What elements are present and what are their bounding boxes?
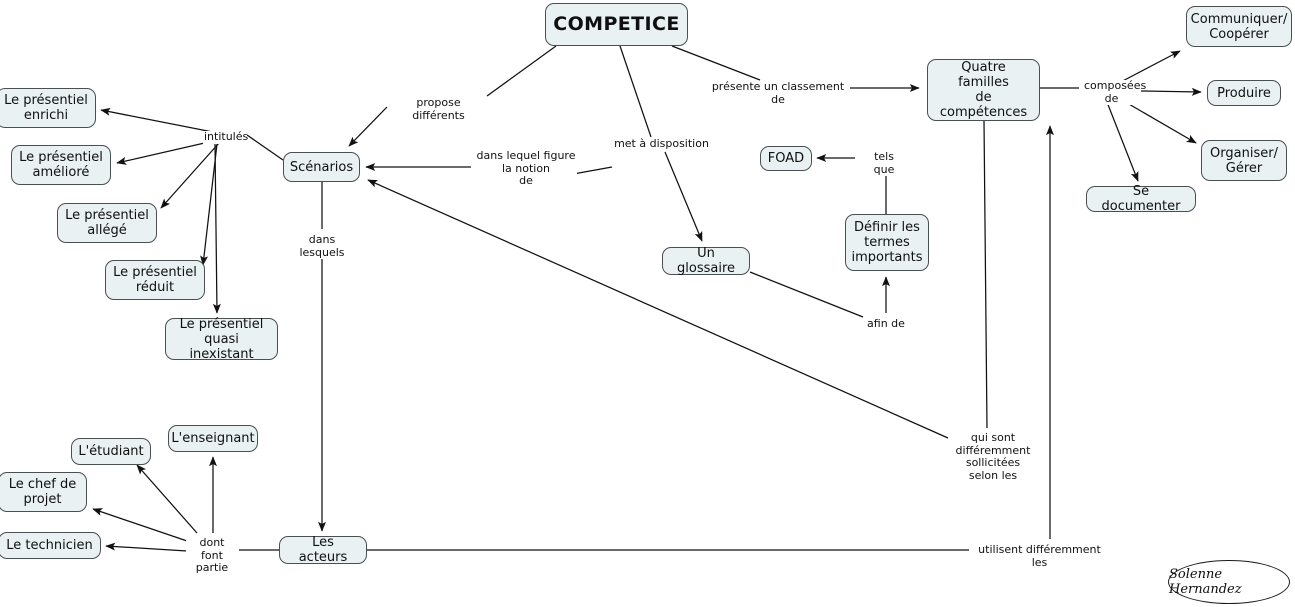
edge-composees-produire <box>1140 87 1202 96</box>
node-foad[interactable]: FOAD <box>760 146 812 171</box>
node-pres_quasi[interactable]: Le présentiel quasi inexistant <box>165 317 278 362</box>
node-produire[interactable]: Produire <box>1207 80 1281 106</box>
edge-competice-propose <box>486 45 557 97</box>
node-pres_allege[interactable]: Le présentiel allégé <box>57 203 157 243</box>
edge-competice-metadispo <box>619 45 652 138</box>
node-pres_amel[interactable]: Le présentiel amélioré <box>11 145 111 185</box>
edge-competice-presente <box>671 45 761 81</box>
node-competice[interactable]: COMPETICE <box>545 3 688 46</box>
node-organiser[interactable]: Organiser/ Gérer <box>1201 140 1287 181</box>
node-technicien[interactable]: Le technicien <box>0 532 101 559</box>
edge-label-dans_lesquels: dans lesquels <box>285 233 359 259</box>
edge-intitules-allege <box>160 142 220 209</box>
edge-intitules-quasi <box>212 143 221 314</box>
edge-glossaire-afinde <box>749 271 864 318</box>
node-glossaire[interactable]: Un glossaire <box>662 246 750 276</box>
edge-label-composees_de: composées de <box>1083 79 1147 105</box>
edge-label-propose: propose différents <box>389 96 488 122</box>
node-definir[interactable]: Définir les termes importants <box>845 214 929 271</box>
edge-label-intitules: intitulés <box>203 130 249 144</box>
edge-label-tels_que: tels que <box>861 150 907 176</box>
edge-label-dont_font: dont font partie <box>186 536 238 575</box>
node-pres_reduit[interactable]: Le présentiel réduit <box>105 260 205 300</box>
edge-label-afin_de: afin de <box>866 317 906 331</box>
node-acteurs[interactable]: Les acteurs <box>279 535 367 565</box>
edge-quatre-quisont <box>983 120 988 429</box>
node-documenter[interactable]: Se documenter <box>1086 184 1196 214</box>
edge-metadispo-glossaire <box>664 151 703 242</box>
node-pres_enrichi[interactable]: Le présentiel enrichi <box>0 88 96 128</box>
edge-label-met_a_dispo: met à disposition <box>613 137 710 151</box>
edge-composees-documenter <box>1104 96 1139 182</box>
edge-dontfont-technicien <box>105 542 188 552</box>
edge-intitules-reduit <box>200 143 218 266</box>
edge-label-qui_sont: qui sont différemment sollicitées selon … <box>953 431 1033 482</box>
node-chef[interactable]: Le chef de projet <box>0 472 87 512</box>
edge-dontfont-etudiant <box>136 464 198 534</box>
author-signature: Solenne Hernandez <box>1168 560 1290 604</box>
node-etudiant[interactable]: L'étudiant <box>71 438 151 465</box>
node-enseignant[interactable]: L'enseignant <box>168 425 258 452</box>
edge-label-presente: présente un classement de <box>707 80 849 106</box>
edge-label-dans_lequel: dans lequel figure la notion de <box>475 149 577 188</box>
edge-dontfont-chef <box>92 508 191 543</box>
edge-label-utilisent: utilisent différemment les <box>973 543 1106 569</box>
node-scenarios[interactable]: Scénarios <box>283 152 360 182</box>
node-communiquer[interactable]: Communiquer/ Coopérer <box>1186 6 1292 47</box>
edge-scenarios-intitules <box>246 134 284 161</box>
edge-propose-scenarios <box>348 106 388 147</box>
node-quatre[interactable]: Quatre familles de compétences <box>927 59 1040 121</box>
